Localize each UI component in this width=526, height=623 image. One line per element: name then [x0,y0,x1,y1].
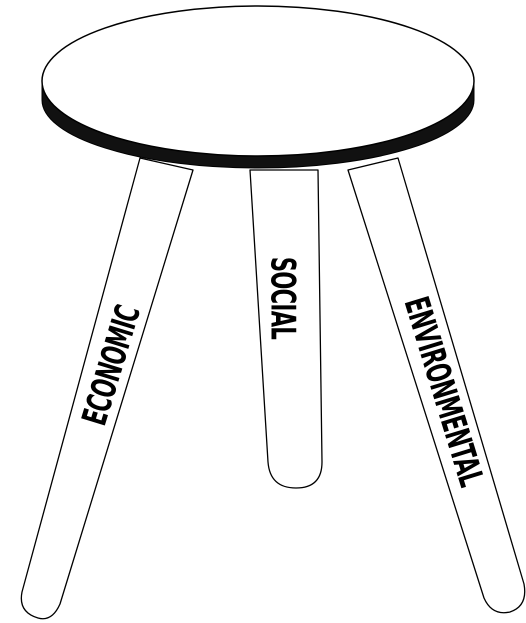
leg-economic: ECONOMIC [21,158,193,619]
leg-social: SOCIAL [250,170,322,488]
seat-top [42,6,474,156]
stool-seat [42,6,474,168]
leg-social-label: SOCIAL [263,257,303,340]
leg-environmental: ENVIRONMENTAL [348,158,525,613]
